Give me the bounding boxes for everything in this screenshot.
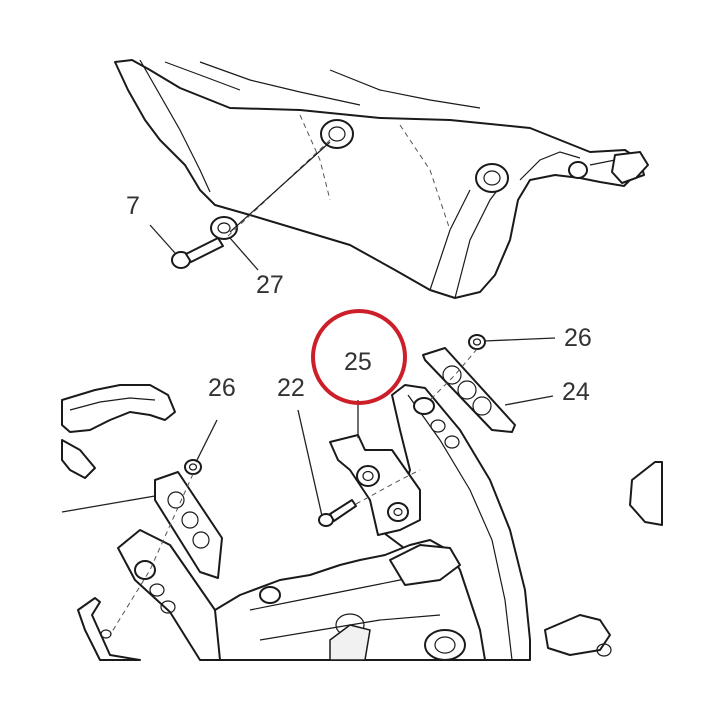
- panel-grommet-left: [320, 119, 354, 149]
- callout-25: 25: [344, 348, 372, 376]
- plate-left-26: [184, 459, 202, 475]
- leader-26-right: [483, 337, 556, 342]
- lower-body-assembly: [214, 539, 486, 661]
- callout-22: 22: [277, 374, 305, 402]
- panel-grommet-right: [475, 163, 509, 193]
- washer-26-right: [468, 334, 486, 350]
- callout-24: 24: [562, 378, 590, 406]
- bracket-25: [329, 434, 421, 536]
- bracket-plate-24: [422, 347, 516, 433]
- leader-left-plate: [61, 495, 156, 513]
- left-fairing-fragment: [61, 384, 176, 479]
- assembly-line-upper: [229, 141, 331, 233]
- right-lower-fragment: [544, 461, 663, 657]
- highlight-circle: [311, 309, 407, 405]
- callout-26-left: 26: [208, 374, 236, 402]
- washer-27: [210, 216, 238, 240]
- bracket-plate-left: [154, 471, 223, 579]
- panel-clip: [568, 151, 649, 184]
- leader-24: [504, 395, 554, 406]
- leader-27: [229, 237, 259, 271]
- upper-fairing-panel: [114, 59, 649, 299]
- left-clip-piece: [77, 597, 141, 661]
- callout-27: 27: [256, 271, 284, 299]
- assembly-axis-left: [109, 473, 194, 636]
- leader-7: [149, 224, 176, 254]
- assembly-axis-right: [429, 348, 478, 401]
- callout-7: 7: [126, 192, 140, 220]
- leader-22: [297, 409, 323, 517]
- left-mount-bracket: [117, 529, 241, 661]
- callout-26-right: 26: [564, 324, 592, 352]
- leader-26-left: [195, 419, 218, 463]
- screw-22: [318, 499, 357, 527]
- bolt-7: [171, 237, 224, 269]
- assembly-axis-center: [355, 469, 421, 505]
